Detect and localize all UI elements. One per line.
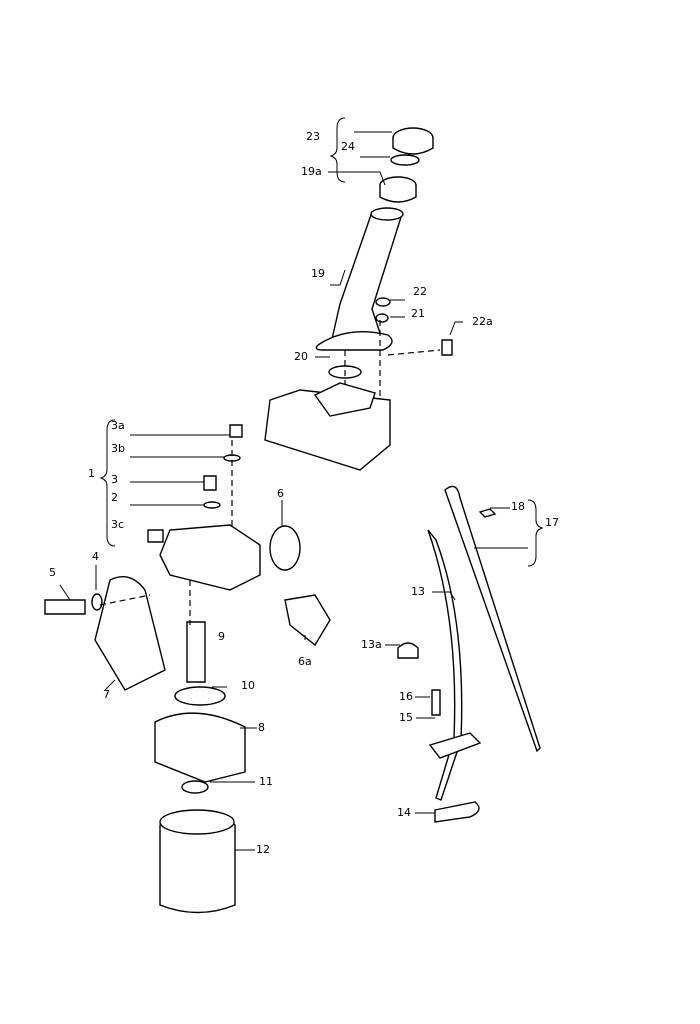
- label-21: 21: [411, 307, 425, 320]
- label-4: 4: [92, 550, 99, 563]
- brace-17: [527, 499, 544, 567]
- dipstick: [444, 485, 541, 753]
- label-7: 7: [103, 688, 110, 701]
- label-24: 24: [341, 140, 355, 153]
- brace-1: [99, 419, 116, 547]
- label-13: 13: [411, 585, 425, 598]
- label-13a: 13a: [361, 638, 382, 651]
- label-8: 8: [258, 721, 265, 734]
- label-23: 23: [306, 130, 320, 143]
- label-19a: 19a: [301, 165, 322, 178]
- label-18: 18: [511, 500, 525, 513]
- label-19: 19: [311, 267, 325, 280]
- label-5: 5: [49, 566, 56, 579]
- label-22: 22: [413, 285, 427, 298]
- label-20: 20: [294, 350, 308, 363]
- label-9: 9: [218, 630, 225, 643]
- label-1: 1: [88, 467, 95, 480]
- label-10: 10: [241, 679, 255, 692]
- brace-23: [329, 117, 346, 183]
- label-16: 16: [399, 690, 413, 703]
- label-17: 17: [545, 516, 559, 529]
- label-3b: 3b: [111, 442, 125, 455]
- label-22a: 22a: [472, 315, 493, 328]
- label-3: 3: [111, 473, 118, 486]
- guide-tube: [427, 529, 463, 801]
- label-11: 11: [259, 775, 273, 788]
- label-3a: 3a: [111, 419, 125, 432]
- filter-housing: [154, 712, 246, 783]
- label-15: 15: [399, 711, 413, 724]
- oil-filter-bracket: [44, 424, 331, 914]
- label-6a: 6a: [298, 655, 312, 668]
- label-6: 6: [277, 487, 284, 500]
- heat-shield: [94, 576, 166, 691]
- neck-flange: [315, 330, 393, 351]
- label-3c: 3c: [111, 518, 125, 531]
- oil-filler-cap: [379, 127, 434, 203]
- filler-neck: [331, 207, 403, 340]
- label-12: 12: [256, 843, 270, 856]
- label-2: 2: [111, 491, 118, 504]
- label-14: 14: [397, 806, 411, 819]
